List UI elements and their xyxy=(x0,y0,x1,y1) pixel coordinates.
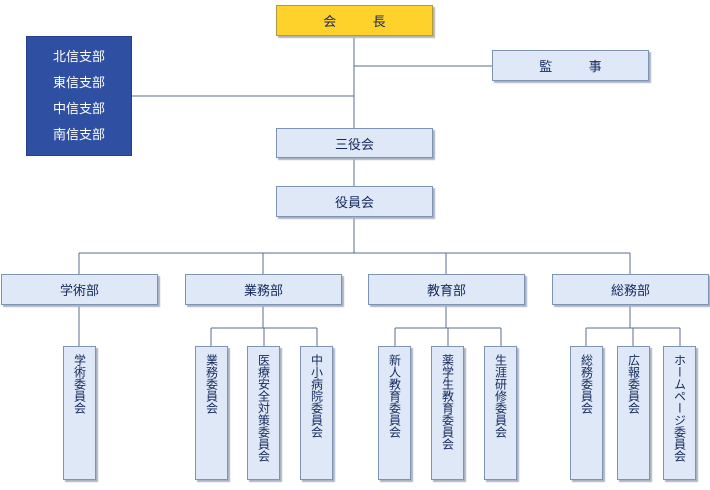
dept-label: 教育部 xyxy=(426,284,466,299)
committee-label: 学術委員会 xyxy=(72,354,87,414)
president-box: 会 長 xyxy=(276,5,433,36)
branch-item-nanshin: 南信支部 xyxy=(52,128,105,143)
committee-gakujutsu: 学術委員会 xyxy=(63,346,96,480)
committee-label: 新人教育委員会 xyxy=(387,354,402,438)
committee-label: 業務委員会 xyxy=(204,354,219,414)
committee-label: 医療安全対策委員会 xyxy=(256,354,271,462)
committee-label: 総務委員会 xyxy=(579,354,594,414)
committee-yakugakusei-kyoiku: 薬学生教育委員会 xyxy=(431,346,464,480)
dept-somu-box: 総務部 xyxy=(552,274,709,305)
branch-list-box: 北信支部 東信支部 中信支部 南信支部 xyxy=(26,36,132,156)
dept-gakujutsu-box: 学術部 xyxy=(1,274,158,305)
president-label: 会 長 xyxy=(323,15,398,30)
committee-label: 薬学生教育委員会 xyxy=(440,354,455,450)
committee-iryo-anzen: 医療安全対策委員会 xyxy=(247,346,280,480)
dept-label: 総務部 xyxy=(610,284,650,299)
committee-shogai-kenshu: 生涯研修委員会 xyxy=(484,346,517,480)
committee-label: 中小病院委員会 xyxy=(309,354,324,438)
committee-label: ホームページ委員会 xyxy=(672,354,687,462)
branch-item-toshin: 東信支部 xyxy=(52,76,105,91)
branch-item-chushin: 中信支部 xyxy=(52,102,105,117)
sanyakukai-box: 三役会 xyxy=(276,128,433,158)
committee-koho: 広報委員会 xyxy=(617,346,650,480)
branch-item-hokushin: 北信支部 xyxy=(52,50,105,65)
committee-chusho-byoin: 中小病院委員会 xyxy=(300,346,333,480)
auditor-label: 監 事 xyxy=(539,60,614,75)
dept-label: 業務部 xyxy=(243,284,283,299)
auditor-box: 監 事 xyxy=(492,50,649,81)
committee-label: 広報委員会 xyxy=(626,354,641,414)
sanyakukai-label: 三役会 xyxy=(334,137,374,153)
committee-homepage: ホームページ委員会 xyxy=(663,346,696,480)
committee-shinjin-kyoiku: 新人教育委員会 xyxy=(378,346,411,480)
dept-gyomu-box: 業務部 xyxy=(185,274,342,305)
committee-gyomu: 業務委員会 xyxy=(195,346,228,480)
committee-label: 生涯研修委員会 xyxy=(493,354,508,438)
dept-label: 学術部 xyxy=(59,284,99,299)
committee-somu: 総務委員会 xyxy=(570,346,603,480)
dept-kyoiku-box: 教育部 xyxy=(368,274,525,305)
yakuinkai-label: 役員会 xyxy=(334,196,374,211)
yakuinkai-box: 役員会 xyxy=(276,186,433,217)
